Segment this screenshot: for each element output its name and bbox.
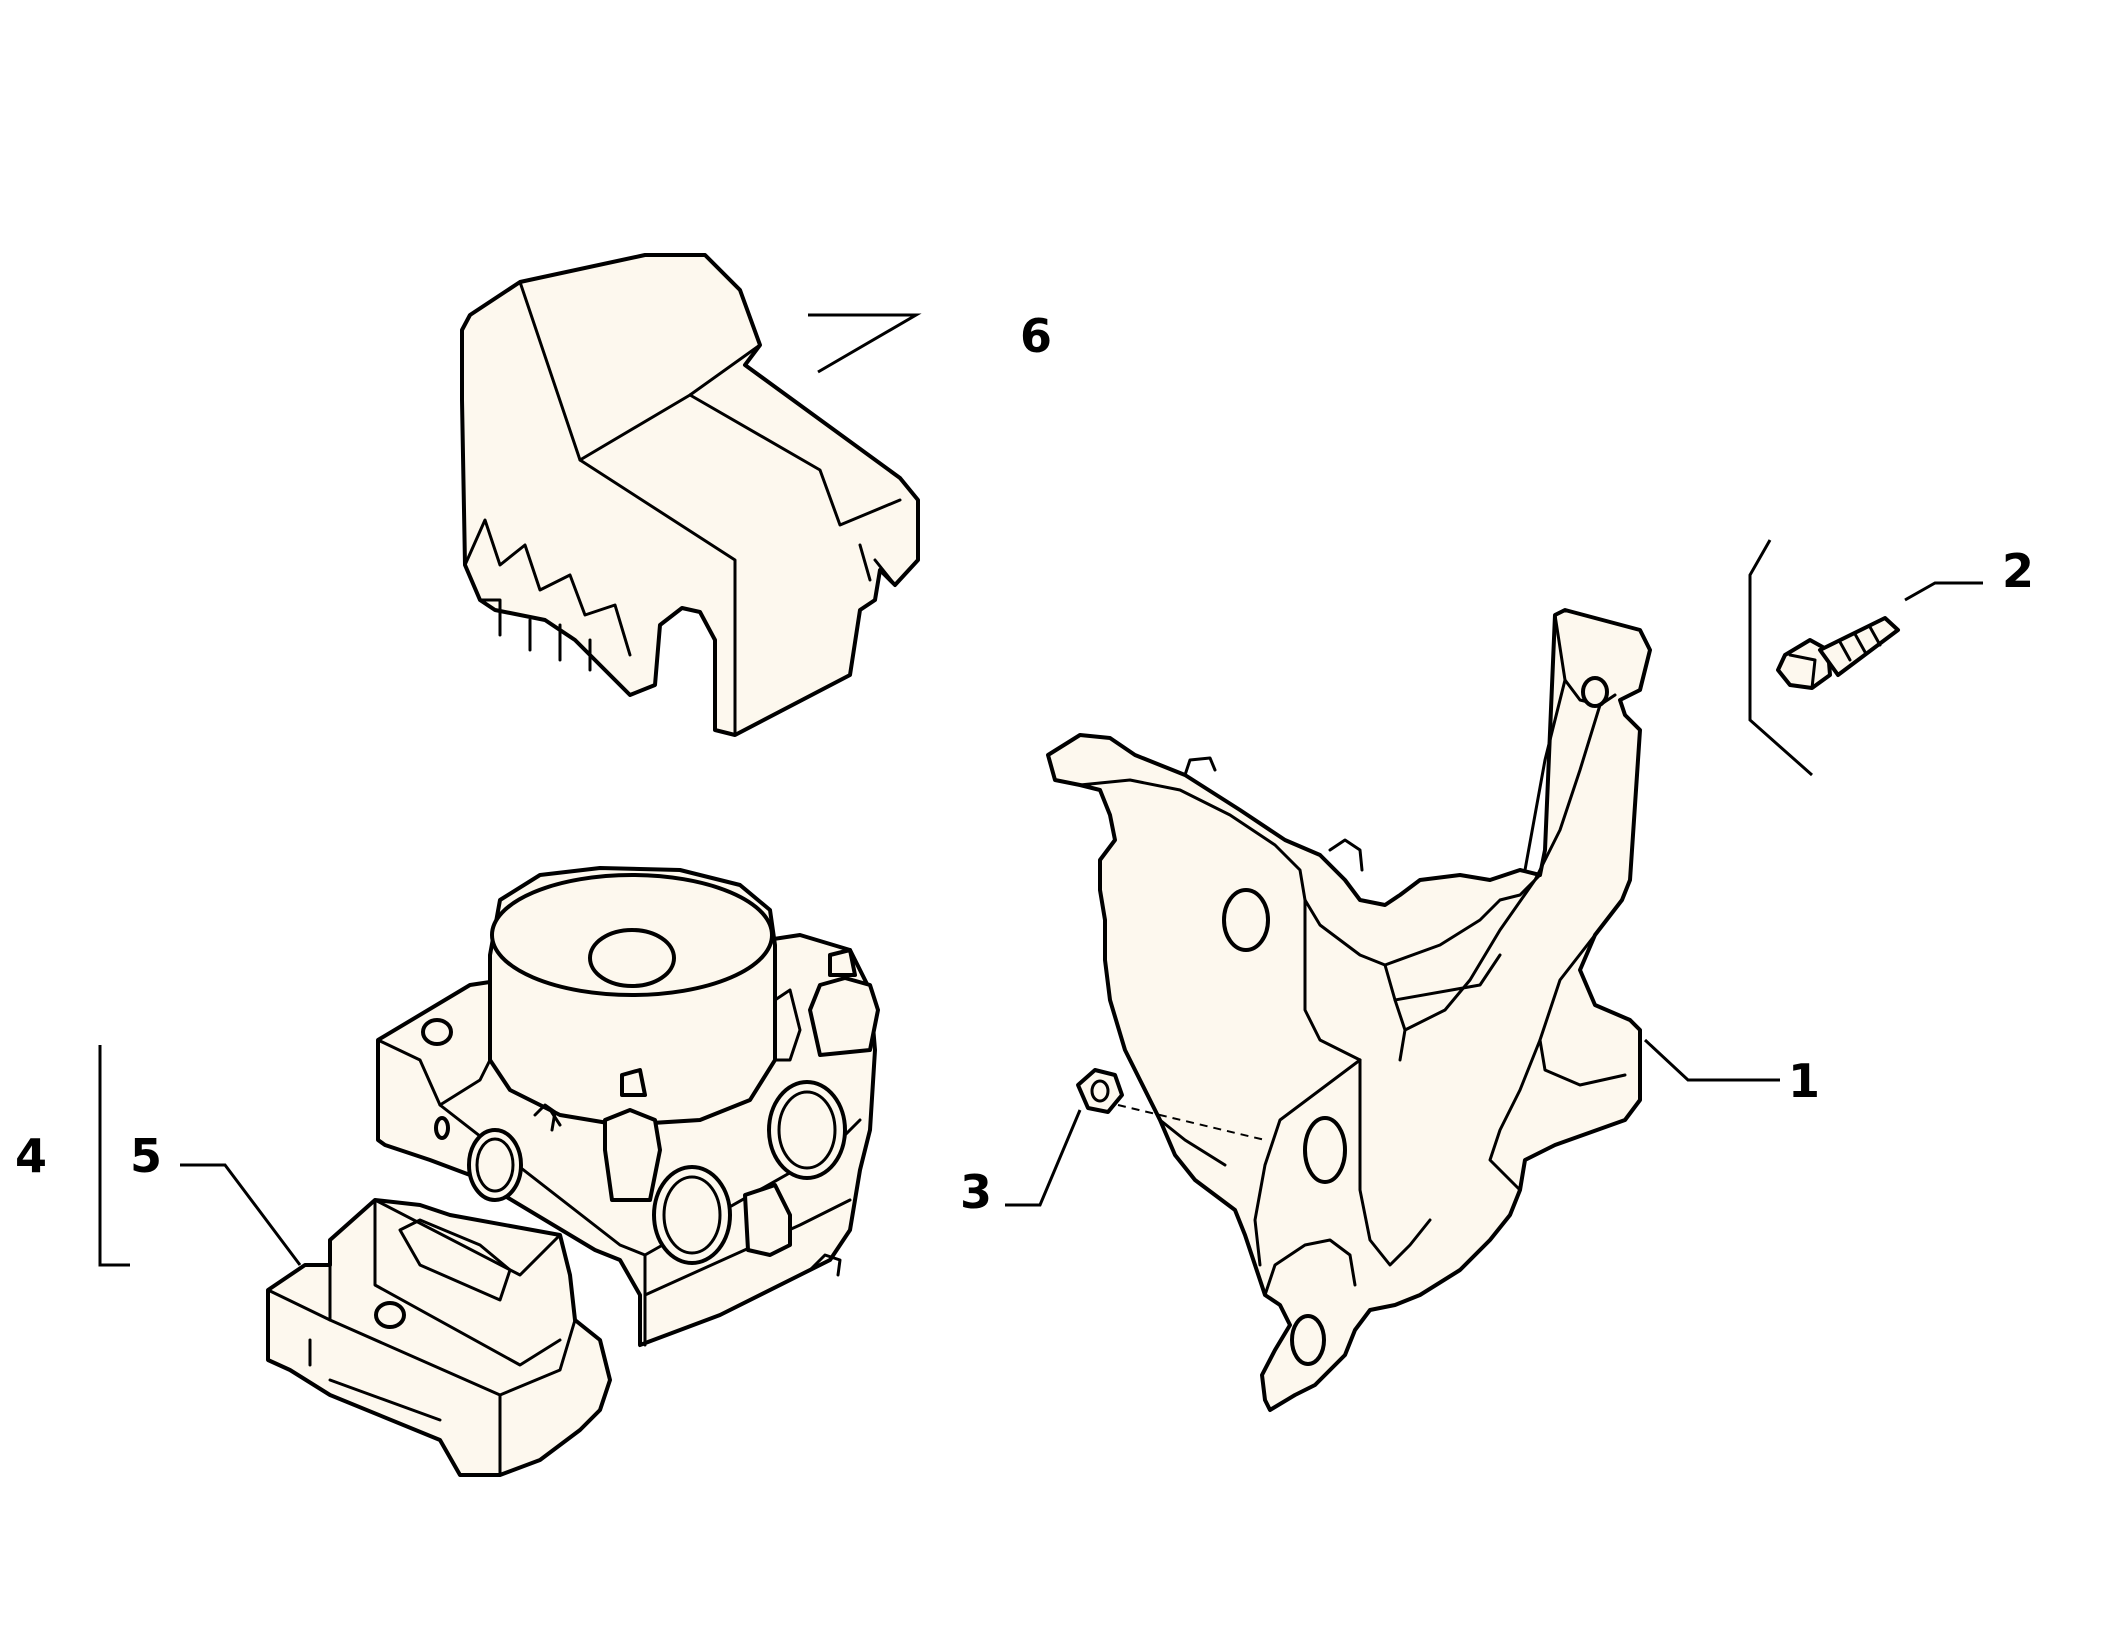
part-6-cover [460, 253, 920, 737]
callout-4: 4 [15, 1129, 47, 1183]
leader-lines [98, 313, 1983, 1267]
callout-6: 6 [1020, 309, 1052, 363]
part-5-control-module [266, 1198, 612, 1477]
callout-3: 3 [960, 1165, 992, 1219]
callouts: 1 2 3 4 5 6 [15, 309, 2034, 1219]
leader-line-4 [98, 1045, 130, 1267]
leader-line-5 [180, 1163, 302, 1266]
leader-line-1 [1643, 1038, 1780, 1082]
callout-1: 1 [1788, 1054, 1820, 1108]
part-4-hydraulic-unit [376, 866, 880, 1347]
leader-line-2 [1904, 581, 1983, 602]
leader-line-3 [1005, 1109, 1082, 1207]
part-2-bolt [1776, 616, 1900, 690]
callout-5: 5 [130, 1129, 162, 1183]
leader-line-6 [808, 313, 922, 374]
assembly-line-3 [1117, 1104, 1266, 1141]
callout-2: 2 [2002, 544, 2034, 598]
part-3-nut [1076, 1068, 1124, 1114]
part-1-bracket [1046, 608, 1652, 1412]
leader-line-2-bracket [1748, 539, 1813, 777]
